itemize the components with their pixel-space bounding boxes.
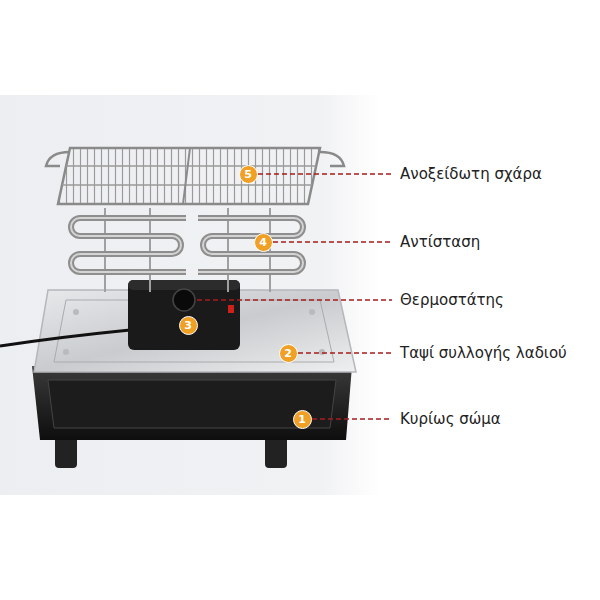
photo-ground	[0, 95, 380, 495]
callout-circle: 1	[293, 410, 312, 429]
callout-number: 1	[298, 414, 306, 425]
part-name: Αντίσταση	[400, 233, 480, 251]
leader-lines	[197, 174, 392, 419]
callout-number: 2	[284, 348, 292, 359]
thermostat	[128, 280, 240, 350]
part-name: Ανοξείδωτη σχάρα	[400, 165, 542, 183]
grill-rack	[46, 148, 344, 204]
part-name: Θερμοστάτης	[400, 291, 504, 309]
callout-number: 3	[184, 320, 192, 331]
oil-tray	[34, 290, 356, 372]
callout-number: 5	[244, 169, 252, 180]
callout-circle: 4	[254, 233, 273, 252]
callout-circle: 3	[179, 316, 198, 335]
power-cord	[0, 330, 130, 346]
main-body	[32, 366, 352, 468]
callout-number: 4	[259, 237, 267, 248]
callout-circle: 2	[279, 344, 298, 363]
callout-circle: 5	[239, 165, 258, 184]
heating-element	[71, 208, 303, 292]
part-name: Κυρίως σώμα	[400, 410, 501, 428]
part-name: Ταψί συλλογής λαδιού	[400, 344, 567, 362]
